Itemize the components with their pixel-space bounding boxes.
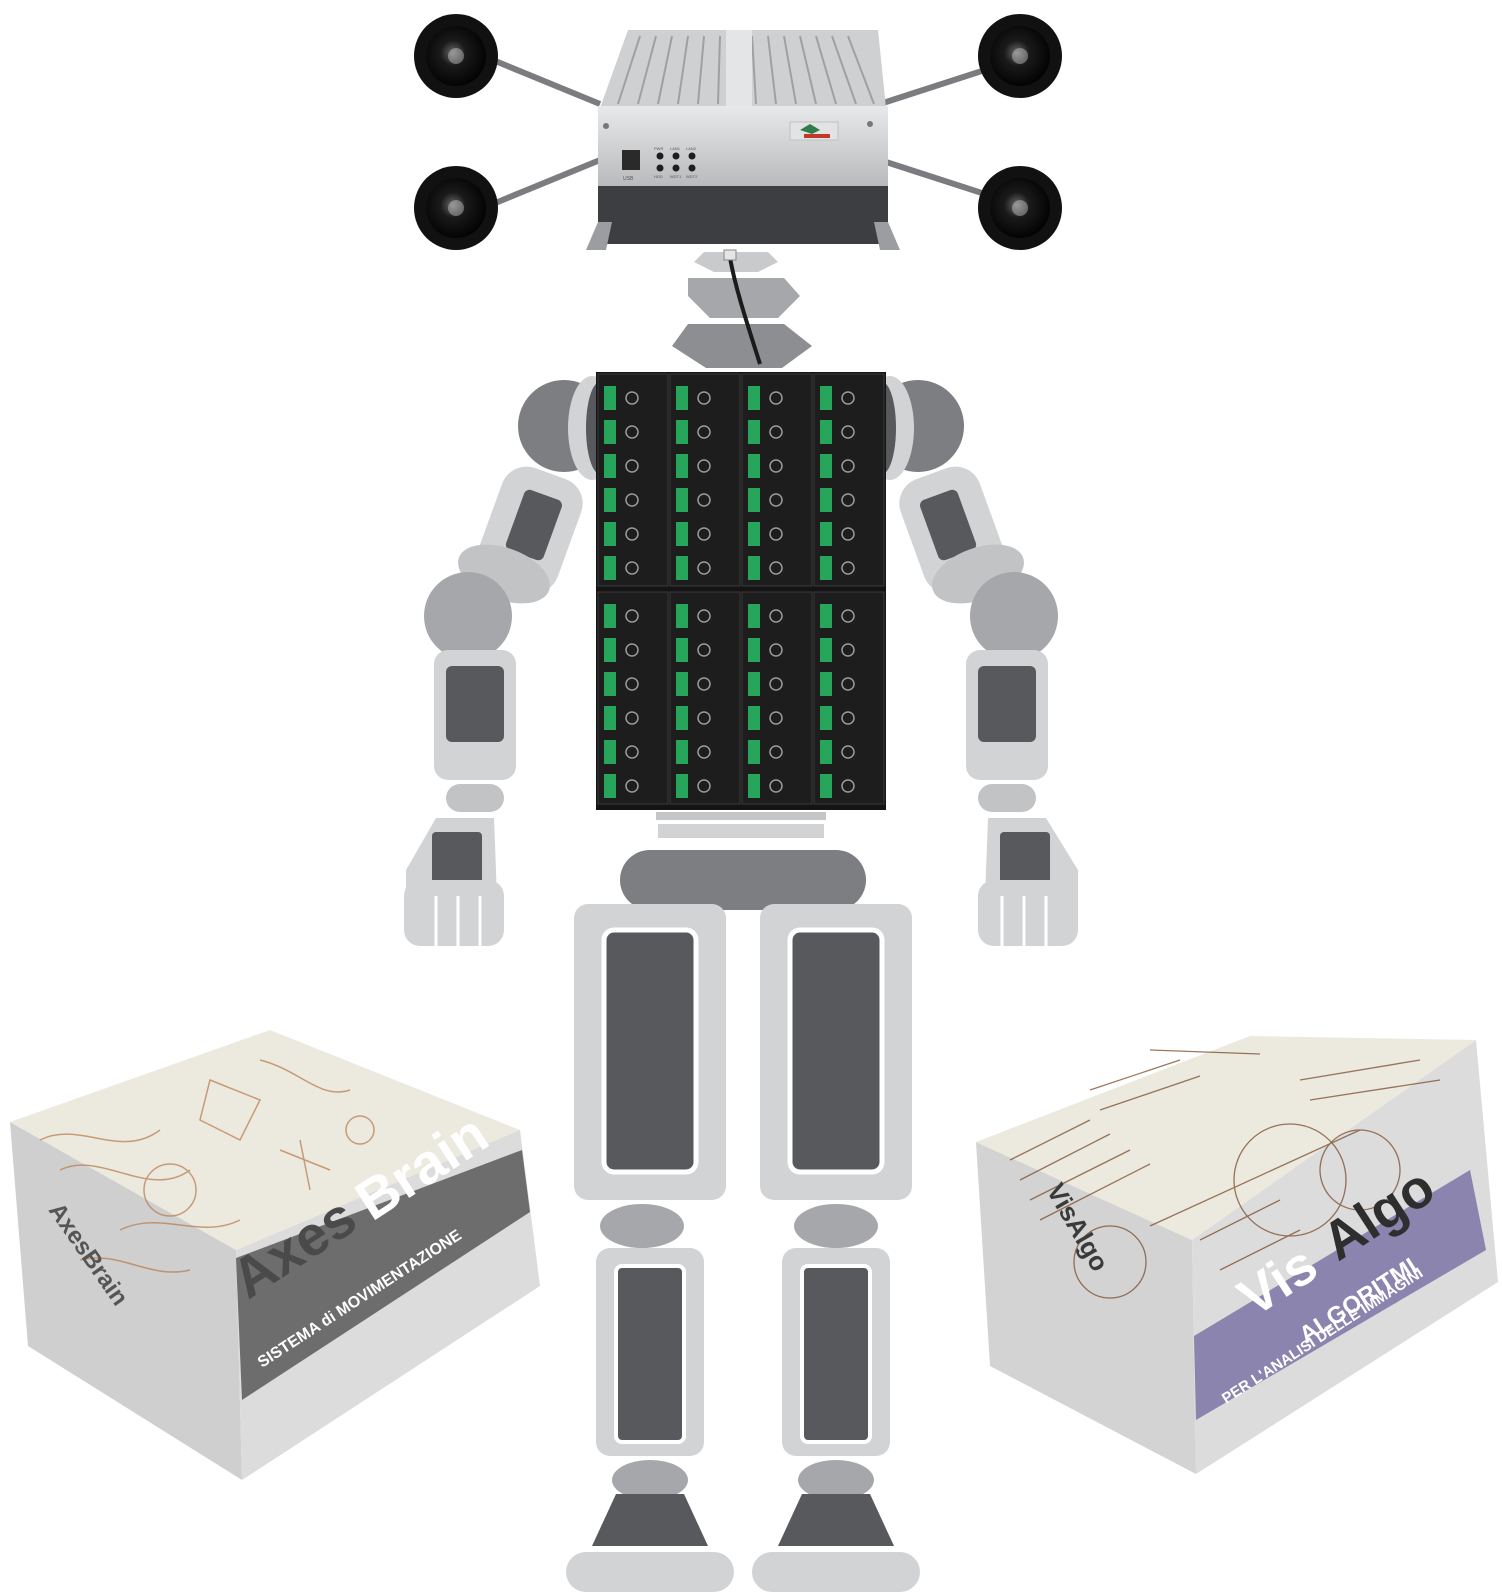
connector-icon [820,672,832,696]
connector-icon [748,740,760,764]
robot-neck [672,250,812,368]
connector-icon [820,556,832,580]
camera-bottom-right [978,166,1062,250]
usb-label: USB [623,176,634,182]
left-leg [566,904,734,1592]
industrial-pc-head: USB PWR LAN1 LAN2 HDD WDT1 WDT2 [586,30,900,250]
connector-icon [748,604,760,628]
visalgo-software-box: Vis Algo ALGORITMI PER L'ANALISI DELLE I… [976,1036,1498,1474]
connector-icon [676,740,688,764]
connector-icon [820,774,832,798]
connector-icon [820,706,832,730]
connector-icon [676,774,688,798]
led-label-lan1: LAN1 [670,146,681,151]
connector-icon [676,420,688,444]
connector-icon [820,454,832,478]
connector-icon [820,386,832,410]
connector-icon [604,556,616,580]
connector-icon [676,488,688,512]
connector-icon [604,488,616,512]
right-leg [752,904,920,1592]
connector-icon [604,706,616,730]
connector-icon [748,488,760,512]
left-arm [404,459,590,946]
connector-icon [604,420,616,444]
right-arm [892,459,1078,946]
led-label-lan2: LAN2 [686,146,697,151]
camera-bottom-left [414,166,498,250]
axesbrain-software-box: Axes Brain SISTEMA di MOVIMENTAZIONE Axe… [10,1030,540,1480]
connector-icon [604,522,616,546]
screw-icon [867,121,873,127]
connector-icon [604,454,616,478]
connector-icon [748,522,760,546]
connector-icon [604,774,616,798]
usb-port-icon [622,150,640,170]
connector-icon [748,420,760,444]
connector-icon [748,556,760,580]
connector-icon [748,672,760,696]
connector-icon [820,522,832,546]
led-label-wdt1: WDT1 [670,174,682,179]
connector-icon [676,638,688,662]
connector-icon [676,522,688,546]
connector-icon [820,638,832,662]
connector-icon [604,672,616,696]
connector-icon [748,454,760,478]
connector-icon [604,386,616,410]
connector-icon [676,672,688,696]
connector-icon [748,638,760,662]
connector-icon [676,454,688,478]
brand-logo-icon [790,122,838,140]
connector-icon [748,774,760,798]
led-label-pwr: PWR [654,146,663,151]
connector-icon [820,604,832,628]
connector-icon [748,706,760,730]
connector-icon [604,638,616,662]
connector-icon [820,740,832,764]
camera-top-left [414,14,498,98]
connector-icon [820,420,832,444]
connector-icon [604,604,616,628]
connector-icon [676,706,688,730]
connector-icon [748,386,760,410]
robot-torso-controller-boards [596,372,886,810]
connector-icon [676,386,688,410]
connector-icon [820,488,832,512]
connector-icon [604,740,616,764]
led-label-wdt2: WDT2 [686,174,698,179]
connector-icon [676,604,688,628]
led-label-hdd: HDD [654,174,663,179]
robot-waist [620,812,866,910]
connector-icon [676,556,688,580]
screw-icon [603,123,609,129]
camera-top-right [978,14,1062,98]
